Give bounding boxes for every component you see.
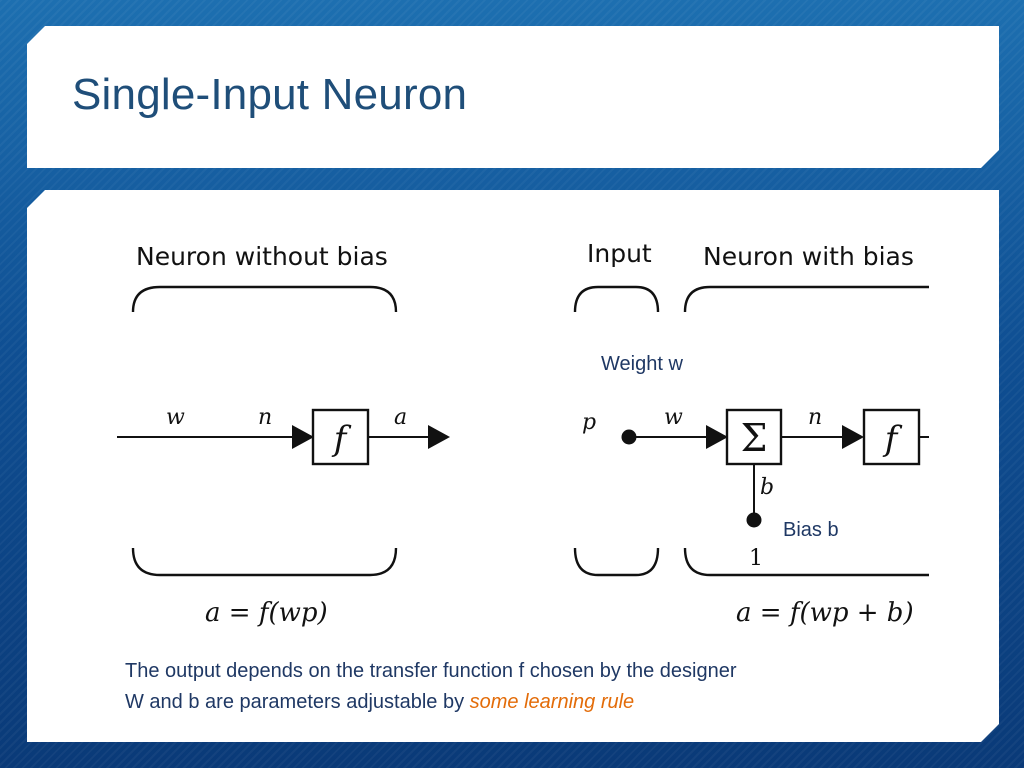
bias-node (746, 512, 762, 528)
weight-w-label: w (664, 405, 683, 430)
equation-without-bias: a = f(wp) (205, 598, 328, 628)
neuron-with-bias: Input Neuron with bias p w Σ n f b 1 a =… (573, 239, 929, 628)
caption: The output depends on the transfer funct… (125, 656, 737, 718)
slide-title: Single-Input Neuron (72, 70, 468, 119)
output-label: a (394, 405, 407, 430)
caption-learning-rule: some learning rule (469, 691, 635, 713)
net-label: n (258, 405, 272, 430)
bias-b-label: b (760, 475, 774, 500)
net-n-label: n (808, 405, 822, 430)
weight-label: w (166, 405, 185, 430)
annotation-weight: Weight w (601, 353, 683, 375)
transfer-function-box (862, 408, 921, 466)
arrowhead-to-f (842, 425, 864, 449)
header-neuron-with-bias: Neuron with bias (703, 242, 914, 271)
equation-with-bias: a = f(wp + b) (736, 598, 914, 628)
header-input: Input (587, 239, 652, 268)
annotation-bias: Bias b (783, 519, 839, 541)
bias-input-one: 1 (749, 546, 763, 571)
arrowhead-to-sum (706, 425, 728, 449)
caption-line-2-prefix: W and b are parameters adjustable by (125, 691, 470, 713)
content-panel (27, 190, 999, 742)
neuron-bottom-brace (683, 547, 929, 577)
input-bottom-brace (573, 547, 660, 577)
arrowhead-to-f (292, 425, 314, 449)
title-panel (27, 26, 999, 168)
caption-line-1: The output depends on the transfer funct… (125, 660, 737, 682)
input-p-label: p (582, 410, 596, 435)
bottom-brace (131, 547, 398, 577)
summation-label: Σ (741, 416, 768, 460)
header-neuron-without-bias: Neuron without bias (136, 242, 388, 271)
neuron-top-brace (683, 285, 929, 313)
output-arrowhead (428, 425, 450, 449)
top-brace (131, 285, 398, 313)
neuron-without-bias: Neuron without bias w n f a a = f(wp) (117, 242, 450, 628)
input-top-brace (573, 285, 660, 313)
